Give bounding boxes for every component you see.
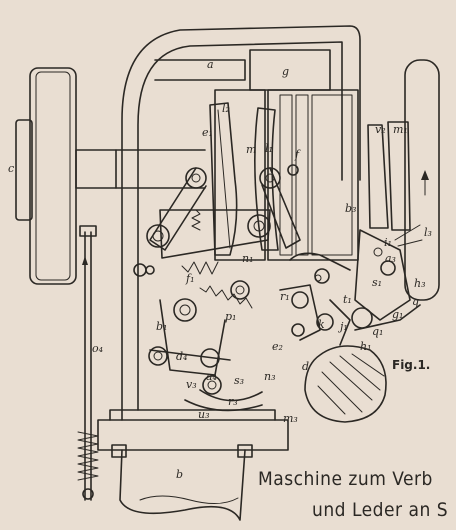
label-s1: s₁ bbox=[372, 276, 382, 289]
needle-assembly bbox=[279, 252, 351, 346]
main-shaft bbox=[115, 149, 206, 189]
bolts bbox=[133, 164, 322, 282]
right-mechanism bbox=[351, 59, 440, 331]
label-m3: m₃ bbox=[283, 412, 298, 425]
handwheel bbox=[15, 67, 117, 285]
machine-base bbox=[97, 409, 289, 521]
label-m1: m₁ bbox=[393, 123, 408, 136]
label-t1: t₁ bbox=[343, 293, 352, 306]
label-s3: s₃ bbox=[234, 374, 244, 387]
label-b: b bbox=[176, 468, 183, 481]
label-i1: i₁ bbox=[384, 236, 392, 249]
label-u3: u₃ bbox=[198, 408, 210, 421]
machine-arm bbox=[121, 25, 361, 421]
label-m: m bbox=[246, 143, 256, 156]
label-f: f bbox=[294, 148, 301, 161]
label-h3: h₃ bbox=[414, 277, 426, 290]
label-g1: g₁ bbox=[392, 308, 403, 321]
cams-and-levers bbox=[146, 167, 301, 412]
caption-line-2: und Leder an S bbox=[312, 499, 448, 521]
figure-label: Fig.1. bbox=[392, 358, 430, 372]
label-r3: r₃ bbox=[228, 395, 238, 408]
caption-line-1: Maschine zum Verb bbox=[258, 468, 433, 490]
label-b1: b₁ bbox=[156, 320, 167, 333]
part-labels: a g c b l₂ e₁ m l₁ f v₂ m₁ b₃ n₁ f₁ p₁ b… bbox=[8, 58, 432, 481]
label-k: k bbox=[318, 318, 325, 331]
springs bbox=[181, 209, 253, 309]
label-e1: e₁ bbox=[202, 126, 213, 139]
label-r1: r₁ bbox=[280, 290, 290, 303]
label-j1: j₁ bbox=[337, 320, 348, 333]
label-a3: a₃ bbox=[385, 252, 396, 265]
label-l2: l₂ bbox=[222, 102, 230, 115]
label-v3: v₃ bbox=[186, 378, 197, 391]
label-q1: q₁ bbox=[372, 325, 383, 338]
label-p1: p₁ bbox=[225, 310, 236, 323]
label-b3: b₃ bbox=[345, 202, 356, 215]
label-d: d bbox=[302, 360, 309, 373]
label-d4: d₄ bbox=[176, 350, 187, 363]
label-n3: n₃ bbox=[264, 370, 276, 383]
label-e2: e₂ bbox=[272, 340, 283, 353]
label-f1: f₁ bbox=[185, 272, 194, 285]
head-block bbox=[214, 49, 359, 261]
label-c: c bbox=[8, 162, 14, 175]
label-o4: o₄ bbox=[92, 342, 103, 355]
cam-plates bbox=[209, 102, 279, 256]
label-q: q bbox=[412, 295, 419, 308]
work-horn bbox=[304, 345, 387, 423]
motion-arrow bbox=[421, 170, 429, 196]
label-a: a bbox=[207, 58, 214, 71]
feed-rod bbox=[77, 225, 99, 501]
label-l1: l₁ bbox=[265, 142, 273, 155]
label-l3: l₃ bbox=[424, 226, 432, 239]
label-n1: n₁ bbox=[242, 252, 254, 265]
label-h1: h₁ bbox=[360, 340, 372, 353]
label-v2: v₂ bbox=[375, 123, 386, 136]
label-a4: a₄ bbox=[206, 370, 217, 383]
label-g: g bbox=[282, 65, 289, 78]
